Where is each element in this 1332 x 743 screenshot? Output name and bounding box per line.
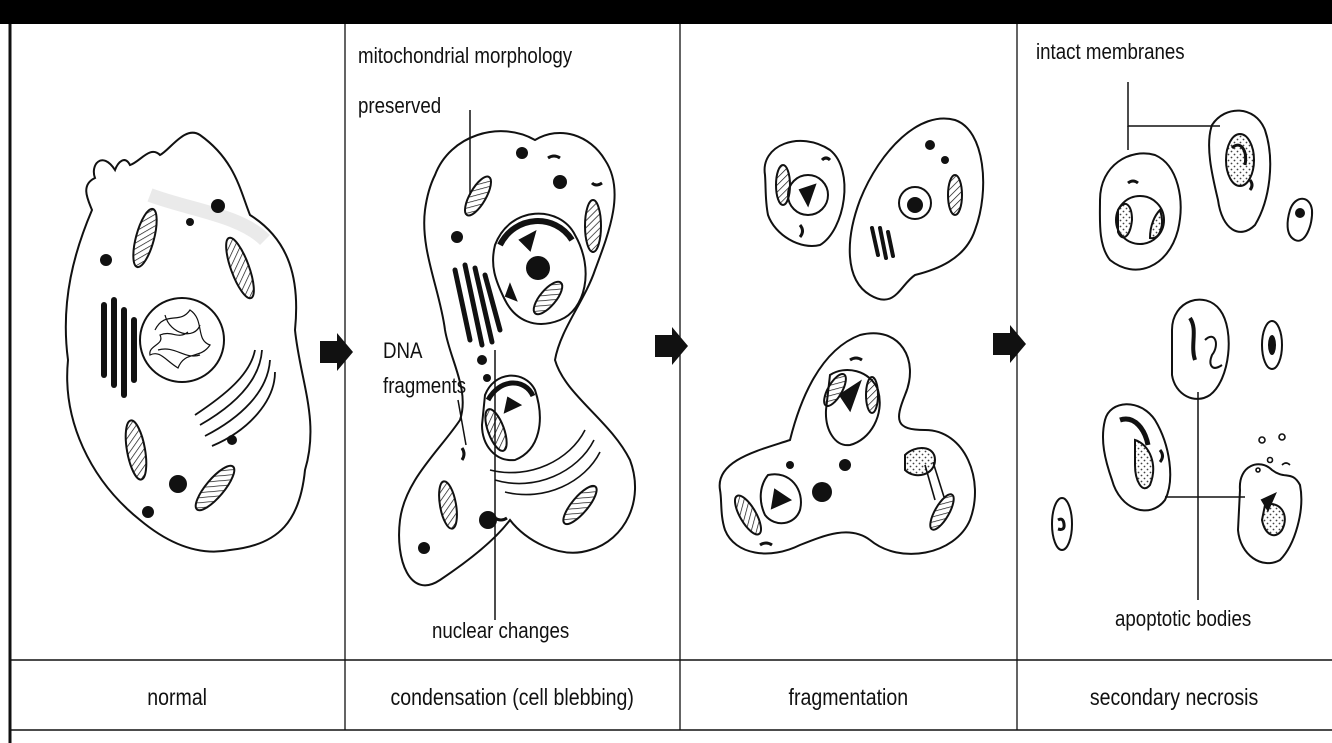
stage-caption-fragmentation-text: fragmentation: [789, 684, 909, 711]
normal-cell: [66, 133, 311, 552]
stage-arrows: [320, 325, 1026, 371]
annotation-dna-line2: fragments: [383, 374, 466, 398]
annotation-dna-line1: DNA: [383, 339, 422, 363]
stage-caption-normal-text: normal: [148, 684, 208, 711]
apoptotic-bodies: [1052, 82, 1312, 600]
condensing-cell: [399, 110, 635, 620]
annotation-mitochondrial-line1: mitochondrial morphology: [358, 44, 572, 68]
stage-caption-secondary-necrosis: secondary necrosis: [1017, 672, 1332, 722]
fragmented-cell: [720, 118, 984, 553]
body-middle: [1172, 300, 1229, 399]
nucleus: [140, 298, 224, 382]
arrow-3: [993, 325, 1026, 363]
annotation-mitochondrial-line2: preserved: [358, 94, 441, 118]
stage-caption-fragmentation: fragmentation: [680, 672, 1017, 722]
stage-caption-condensation-text: condensation (cell blebbing): [391, 684, 634, 711]
annotation-apoptotic-bodies: apoptotic bodies: [1115, 607, 1251, 631]
arrow-2: [655, 327, 688, 365]
arrow-1: [320, 333, 353, 371]
annotation-nuclear-changes: nuclear changes: [432, 619, 569, 643]
stage-caption-condensation: condensation (cell blebbing): [345, 672, 680, 722]
body-small-left: [1052, 498, 1072, 550]
stage-caption-secondary-necrosis-text: secondary necrosis: [1090, 684, 1258, 711]
annotation-intact-membranes: intact membranes: [1036, 40, 1185, 64]
body-small-right: [1288, 199, 1313, 241]
blebbing-membrane: [399, 131, 635, 585]
stage-caption-normal: normal: [10, 672, 345, 722]
